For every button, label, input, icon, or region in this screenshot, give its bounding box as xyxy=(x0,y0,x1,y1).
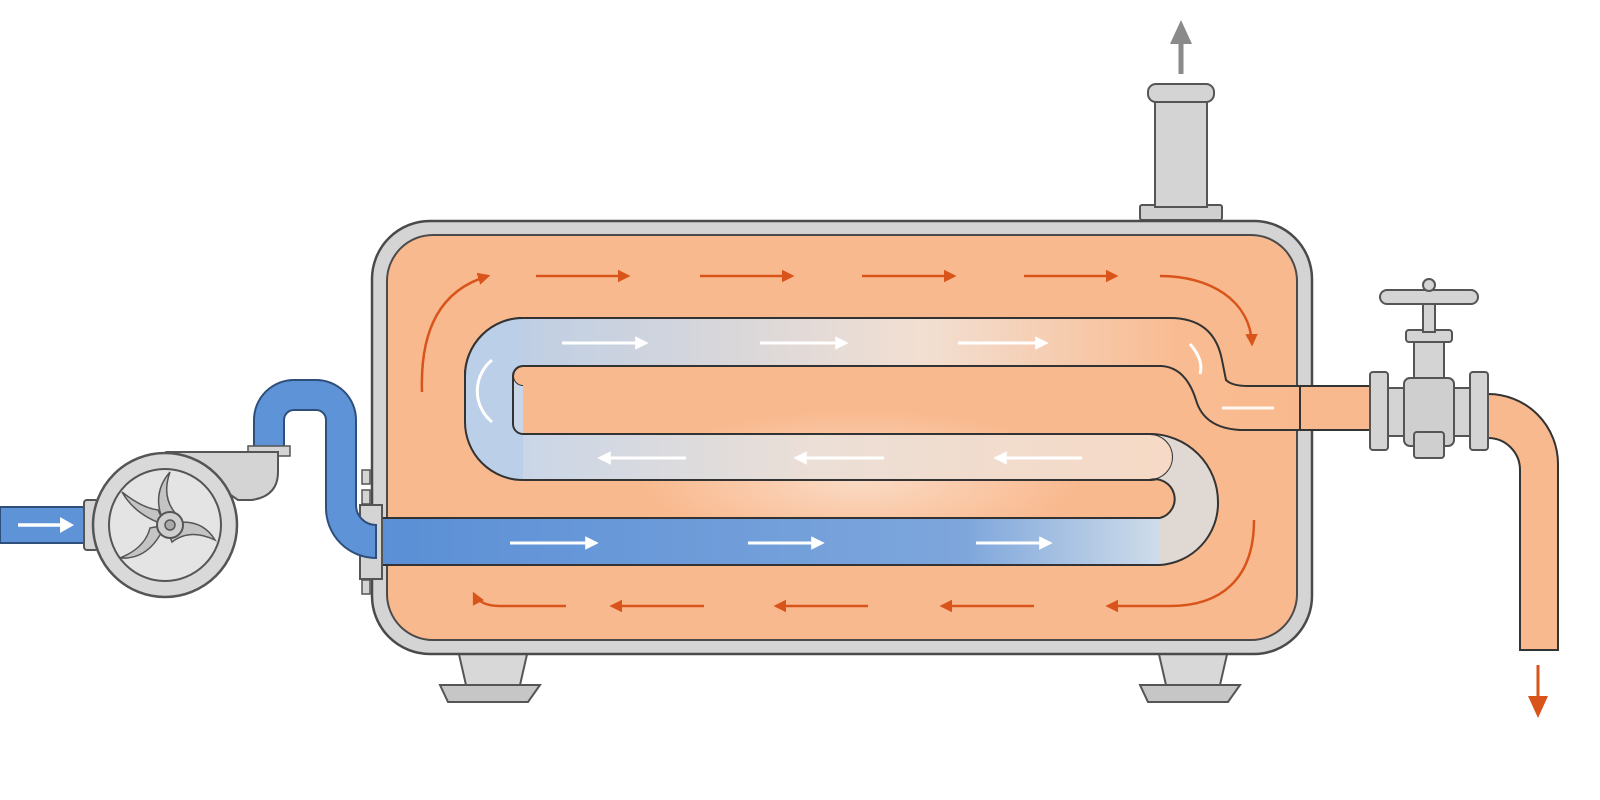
tube-right-bend-outer xyxy=(1149,433,1220,566)
shell-flow-arrows xyxy=(420,269,1258,613)
outlet-arrow xyxy=(1528,665,1548,718)
tube-loop-left-bend xyxy=(465,318,523,480)
vent-arrow xyxy=(1170,20,1192,74)
tube-flow-arrows xyxy=(475,336,1274,550)
support-foot-left xyxy=(438,649,542,703)
gate-valve-icon xyxy=(1369,278,1489,459)
support-foot-right xyxy=(1138,649,1242,703)
outlet-pipe xyxy=(1299,385,1559,651)
feed-pipe xyxy=(0,499,99,551)
vent-stack-icon xyxy=(1139,83,1223,221)
centrifugal-pump-icon xyxy=(91,451,279,599)
